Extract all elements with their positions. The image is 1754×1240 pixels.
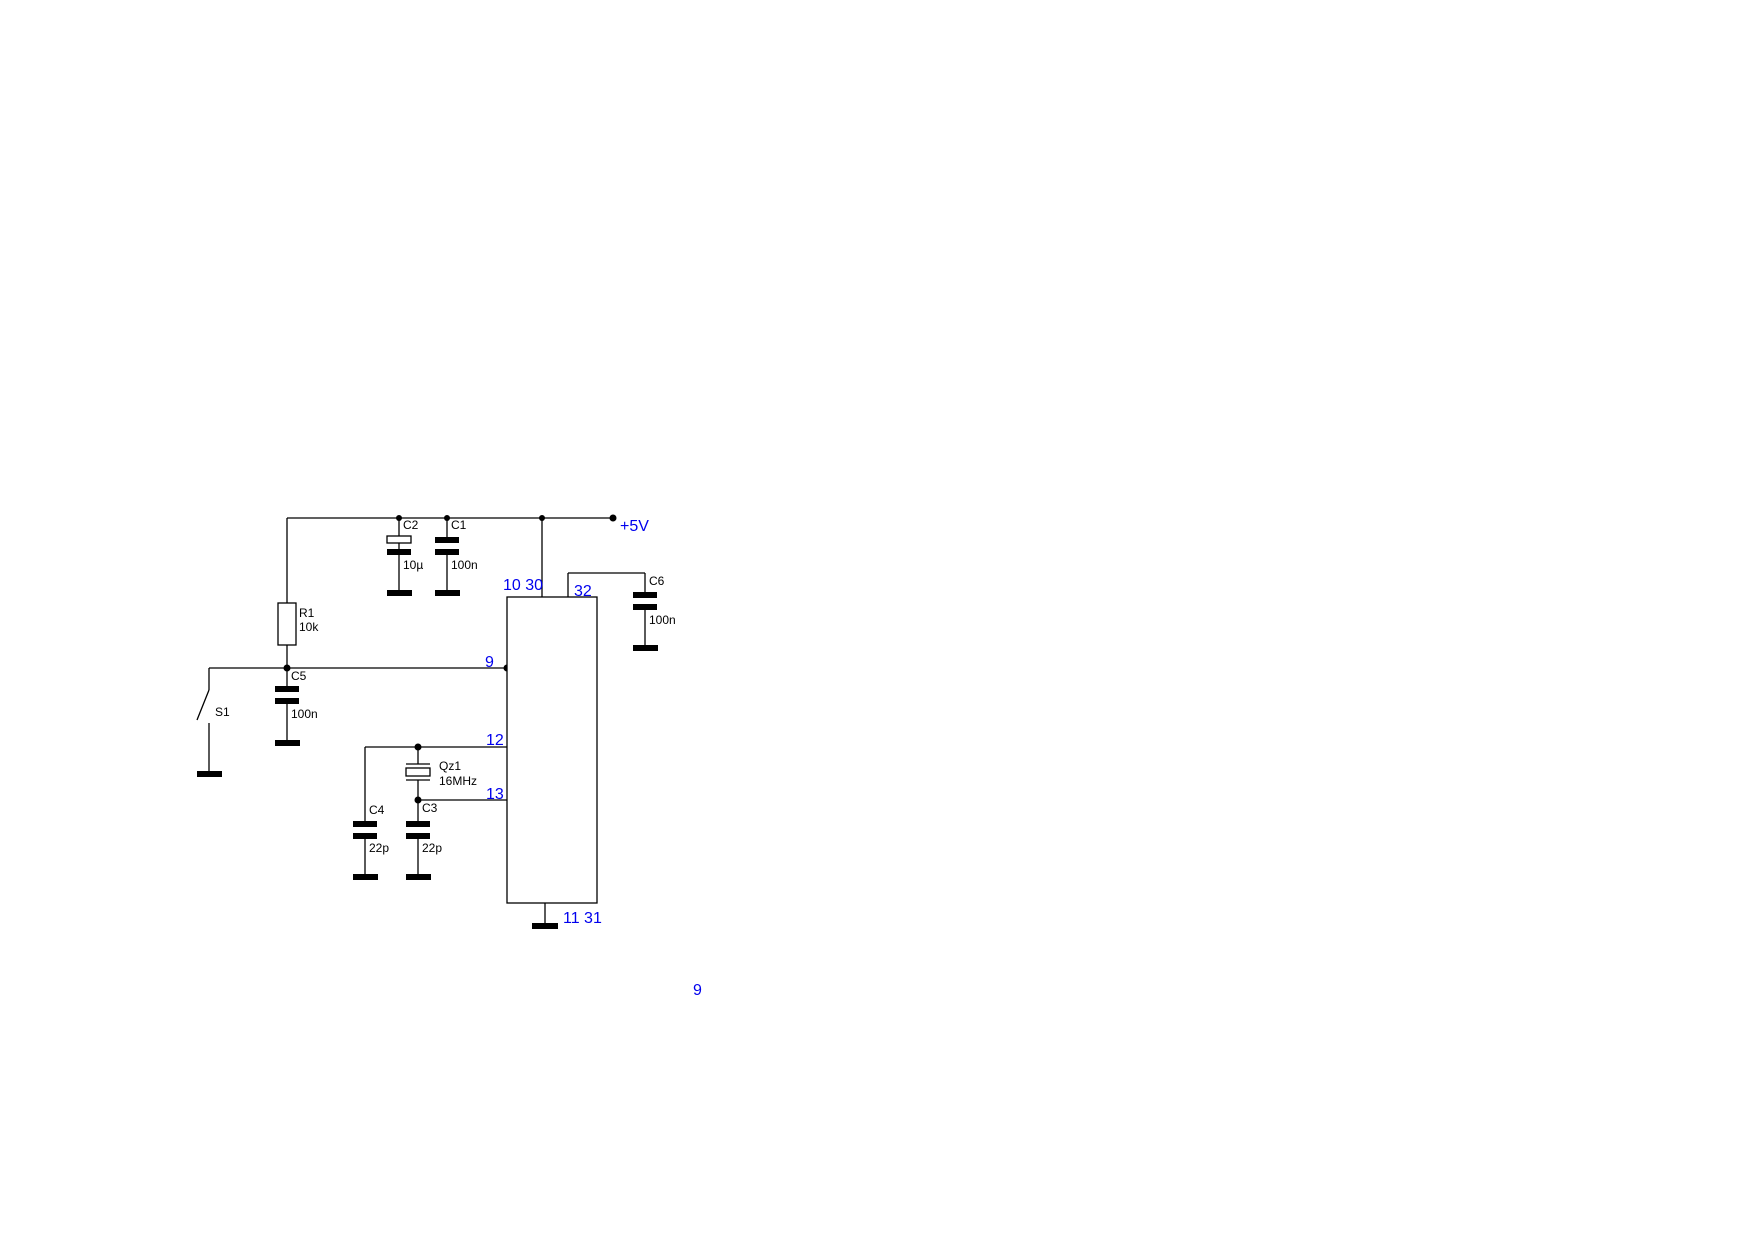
switch-s1 [196,668,222,777]
capacitor-c1 [435,518,460,596]
c6-value: 100n [649,613,676,627]
capacitor-c2 [386,518,412,596]
reset-net [209,664,511,672]
ground-symbol [633,645,658,651]
pin-label-avcc: 32 [574,583,592,600]
c1-value: 100n [451,558,478,572]
r1-value: 10k [299,620,319,634]
capacitor-c5 [275,668,300,746]
ground-symbol [406,874,431,880]
s1-ref: S1 [215,705,230,719]
c5-ref: C5 [291,669,307,683]
ground-symbol [435,590,460,596]
c4-ref: C4 [369,803,385,817]
c4-value: 22p [369,841,389,855]
capacitor-c3 [406,800,431,880]
supply-label: +5V [620,518,649,535]
resistor-r1 [277,518,297,668]
capacitor-c4 [353,747,378,880]
c5-value: 100n [291,707,318,721]
c3-ref: C3 [422,801,438,815]
pin-label-ground: 11 31 [563,910,602,927]
pin-label-power: 10 30 [503,577,543,594]
ground-symbol [197,771,222,777]
ground-symbol [353,874,378,880]
qz1-value: 16MHz [439,774,477,788]
c2-value: 10µ [403,558,423,572]
c6-ref: C6 [649,574,665,588]
ground-symbol [275,740,300,746]
r1-ref: R1 [299,606,315,620]
c3-value: 22p [422,841,442,855]
ground-symbol [387,590,412,596]
stray-pin-label: 9 [693,982,702,999]
microcontroller-ic [506,518,598,929]
pin-label-xtal2: 13 [486,786,504,803]
capacitor-c6 [567,572,658,651]
ground-symbol [532,923,558,929]
pin-label-reset: 9 [485,654,494,671]
crystal-qz1 [405,747,431,800]
pin-label-xtal1: 12 [486,732,504,749]
c2-ref: C2 [403,518,419,532]
c1-ref: C1 [451,518,467,532]
qz1-ref: Qz1 [439,759,461,773]
crystal-network [365,743,507,804]
